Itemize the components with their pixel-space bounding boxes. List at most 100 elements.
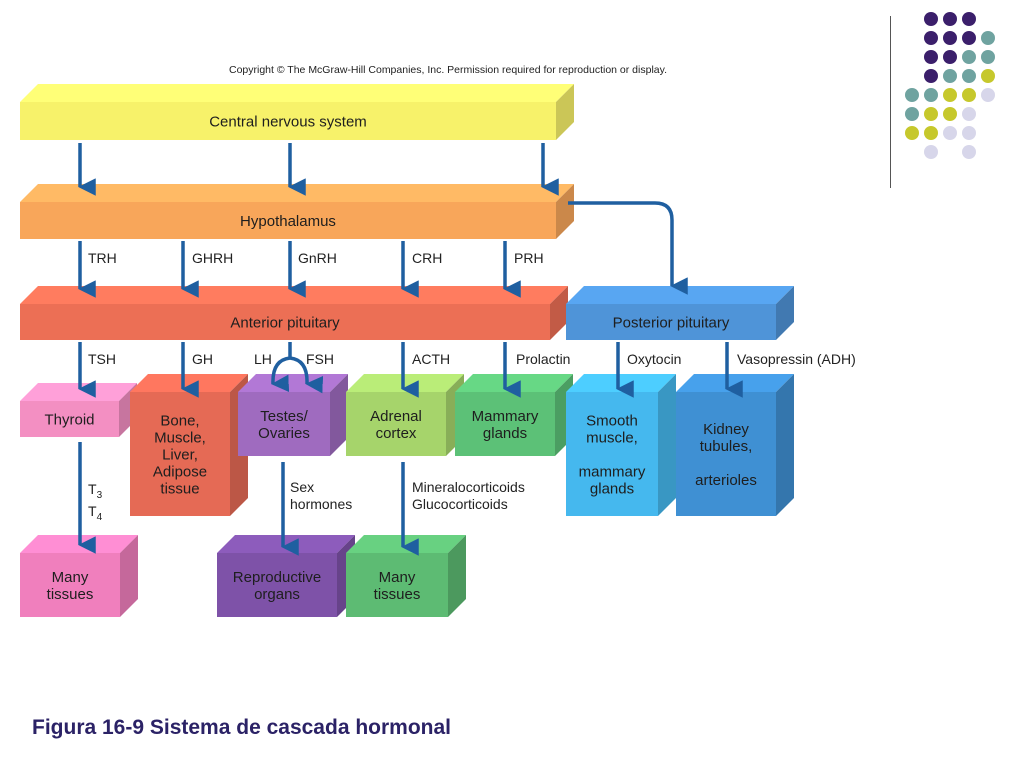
decorative-dot [924, 31, 938, 45]
testes-ovaries-block-label: Testes/ [260, 408, 308, 425]
reproductive-organs-block-label: Reproductive [233, 569, 321, 586]
arrows [78, 143, 743, 556]
releasing-hormone-labels: TRH GHRH GnRH CRH PRH [88, 250, 544, 266]
label-oxytocin: Oxytocin [627, 351, 681, 367]
decorative-dot [943, 126, 957, 140]
mammary-glands-block-label: Mammary [472, 408, 539, 425]
decorative-dot [905, 88, 919, 102]
label-gh: GH [192, 351, 213, 367]
decorative-dot [962, 12, 976, 26]
decorative-dot [981, 69, 995, 83]
decorative-dot [943, 31, 957, 45]
decorative-dot-grid [905, 12, 1015, 172]
label-sex-hormones-2: hormones [290, 496, 352, 512]
smooth-muscle-block-label: muscle, [586, 429, 638, 446]
many-tissues-block-2-label: tissues [374, 586, 421, 603]
decorative-dot [962, 50, 976, 64]
decorative-dot [962, 88, 976, 102]
bone-muscle-liver-block-label: Liver, [162, 446, 198, 463]
decorative-dot [962, 69, 976, 83]
cns-block-label: Central nervous system [209, 113, 367, 130]
decorative-dot [905, 126, 919, 140]
hypothalamus-block-label: Hypothalamus [240, 213, 336, 230]
label-prh: PRH [514, 250, 544, 266]
bone-muscle-liver-block-label: Muscle, [154, 429, 206, 446]
bone-muscle-liver-block-label: Bone, [160, 412, 199, 429]
reproductive-organs-block-label: organs [254, 586, 300, 603]
decorative-dot [924, 126, 938, 140]
mammary-glands-block-label: glands [483, 425, 527, 442]
secondary-hormone-labels: T3 T4 Sex hormones Mineralocorticoids Gl… [88, 479, 525, 523]
posterior-pituitary-block: Posterior pituitary [566, 286, 794, 340]
posterior-pituitary-block-label: Posterior pituitary [613, 314, 730, 331]
decorative-dot [924, 50, 938, 64]
smooth-muscle-block-label: mammary [579, 463, 646, 480]
decorative-dot [924, 145, 938, 159]
decorative-dot [962, 31, 976, 45]
label-acth: ACTH [412, 351, 450, 367]
thyroid-block: Thyroid [20, 383, 137, 437]
testes-ovaries-block-label: Ovaries [258, 425, 310, 442]
decorative-dot [924, 88, 938, 102]
kidney-tubules-block-label: Kidney [703, 421, 749, 438]
figure-caption: Figura 16-9 Sistema de cascada hormonal [32, 716, 451, 739]
label-crh: CRH [412, 250, 442, 266]
smooth-muscle-block-label: Smooth [586, 412, 638, 429]
label-gnrh: GnRH [298, 250, 337, 266]
decorative-dot [981, 88, 995, 102]
decorative-dot [981, 50, 995, 64]
decorative-dot [943, 12, 957, 26]
label-ghrh: GHRH [192, 250, 233, 266]
label-trh: TRH [88, 250, 117, 266]
testes-ovaries-block: Testes/Ovaries [238, 374, 348, 456]
many-tissues-block-1-label: Many [52, 569, 89, 586]
decorative-divider [890, 16, 891, 188]
decorative-dot [943, 69, 957, 83]
many-tissues-block-1-label: tissues [47, 586, 94, 603]
copyright-notice: Copyright © The McGraw-Hill Companies, I… [229, 64, 667, 76]
decorative-dot [943, 107, 957, 121]
decorative-dot [924, 107, 938, 121]
kidney-tubules-block-label: tubules, [700, 438, 753, 455]
decorative-dot [905, 107, 919, 121]
many-tissues-block-2-label: Many [379, 569, 416, 586]
pituitary-hormone-labels: TSH GH LH FSH ACTH Prolactin Oxytocin Va… [88, 351, 856, 367]
decorative-dot [943, 88, 957, 102]
hypothalamus-block: Hypothalamus [20, 184, 574, 239]
label-fsh: FSH [306, 351, 334, 367]
bone-muscle-liver-block-label: Adipose [153, 463, 207, 480]
hormonal-cascade-diagram: Copyright © The McGraw-Hill Companies, I… [20, 64, 856, 617]
label-t4: T4 [88, 503, 103, 523]
label-prolactin: Prolactin [516, 351, 570, 367]
decorative-dot [981, 31, 995, 45]
decorative-dot [943, 50, 957, 64]
anterior-pituitary-block-label: Anterior pituitary [230, 314, 340, 331]
smooth-muscle-block-label: glands [590, 480, 634, 497]
thyroid-block-label: Thyroid [44, 411, 94, 428]
label-vasopressin: Vasopressin (ADH) [737, 351, 856, 367]
decorative-dot [924, 12, 938, 26]
label-t3: T3 [88, 481, 103, 501]
kidney-tubules-block-label: arterioles [695, 472, 757, 489]
label-tsh: TSH [88, 351, 116, 367]
adrenal-cortex-block-label: cortex [376, 425, 417, 442]
anterior-pituitary-block: Anterior pituitary [20, 286, 568, 340]
decorative-dot [962, 126, 976, 140]
bone-muscle-liver-block-label: tissue [160, 480, 199, 497]
label-sex-hormones-1: Sex [290, 479, 314, 495]
decorative-dot [962, 107, 976, 121]
label-mineralocorticoids: Mineralocorticoids [412, 479, 525, 495]
label-lh: LH [254, 351, 272, 367]
decorative-dot [924, 69, 938, 83]
decorative-dot [962, 145, 976, 159]
cns-block: Central nervous system [20, 84, 574, 140]
adrenal-cortex-block-label: Adrenal [370, 408, 422, 425]
